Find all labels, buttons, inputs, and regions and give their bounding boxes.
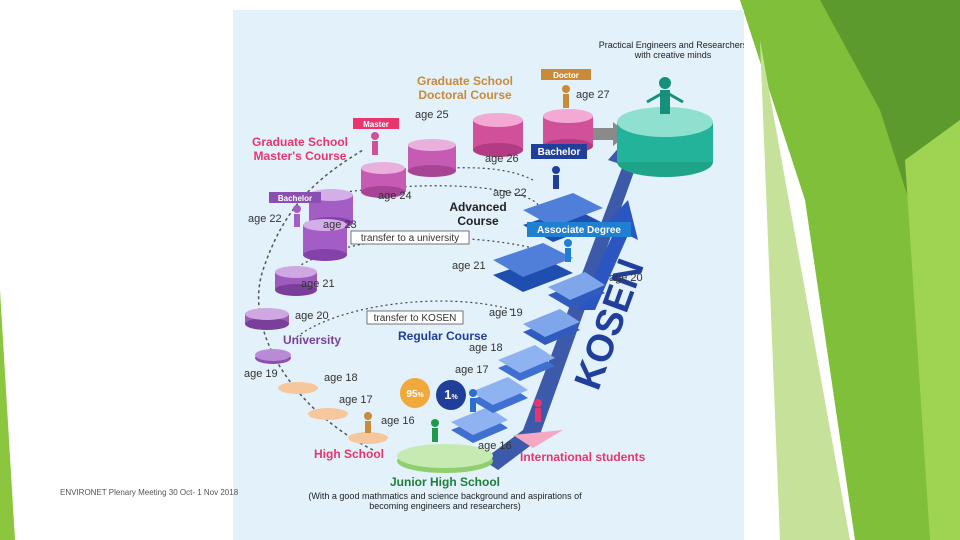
age-19-university: age 19 [244,368,278,380]
age-24: age 24 [378,190,412,202]
age-16-university: age 16 [381,415,415,427]
bachelor-figure [293,205,301,227]
associate-degree-label: Associate Degree [537,225,621,236]
green-shard-right-3 [760,40,850,540]
age-18-kosen: age 18 [469,342,503,354]
student-figure-orange [364,412,372,433]
master-figure [371,132,379,155]
international-mat [513,430,563,448]
age-18-university: age 18 [324,372,358,384]
masters-stack-2 [361,162,406,198]
kosen-stack-6 [493,243,573,292]
percent-1-circle [436,380,466,410]
university-disc [255,349,291,364]
green-shard-right-4 [905,120,960,540]
kosen-bachelor-figure [552,166,560,189]
associate-degree-badge [527,222,631,237]
university-title: University [283,333,341,347]
high-school-disc-2 [308,408,348,420]
university-stack-3 [303,219,347,261]
masters-stack-1 [408,139,456,177]
junior-high-platform-top [397,444,493,468]
transfer-university-path [337,185,539,206]
bachelor-badge-small-label: Bachelor [278,194,312,203]
transfer-university-label: transfer to a university [361,233,459,244]
bachelor-badge-small [269,192,321,203]
kosen-stack-3 [498,345,555,381]
age-22-university: age 22 [248,213,282,225]
age-17-university: age 17 [339,394,373,406]
age-20-university: age 20 [295,310,329,322]
transfer-kosen-box [366,310,464,325]
percent-95-circle [400,378,430,408]
engineer-figure [646,77,684,114]
kosen-stack-4 [523,309,580,345]
doctor-figure [562,85,570,108]
high-school-disc-3 [278,382,318,394]
age-27: age 27 [576,89,610,101]
green-shard-right-2 [820,0,960,360]
bachelor-badge-label: Bachelor [538,147,581,158]
goal-cylinder-top [617,107,713,137]
student-figure-green [431,419,439,442]
pct-95-number: 95% [406,389,424,400]
kosen-stack-5 [548,272,605,308]
age-26: age 26 [485,153,519,165]
high-school-title: High School [314,447,384,461]
international-students-title: International students [520,450,646,464]
bachelor-badge [531,144,587,159]
age-17-kosen: age 17 [455,364,489,376]
green-shard-left [0,290,15,540]
age-20-kosen: age 20 [609,272,643,284]
age-21-kosen: age 21 [452,260,486,272]
age-22-kosen: age 22 [493,187,527,199]
age-25: age 25 [415,109,449,121]
age-21-university: age 21 [301,278,335,290]
age-23: age 23 [323,219,357,231]
kosen-arrow-large [483,120,651,470]
junior-high-title: Junior High School [390,475,500,489]
university-path [257,149,374,451]
transfer-kosen-path [292,300,514,341]
kosen-stack-2 [471,377,528,413]
doctor-badge-label: Doctor [553,71,579,80]
master-badge [353,118,399,129]
associate-figure [564,239,572,262]
gray-arrow [583,122,628,146]
university-stack-2 [275,266,317,296]
education-path-diagram: 95% 1% Doctor Master Bachelor Bachelor A… [233,10,744,540]
bottom-caption: (With a good mathmatics and science back… [308,491,582,511]
student-figure-blue [469,389,477,412]
transfer-kosen-label: transfer to KOSEN [374,313,457,324]
university-stack-1 [245,308,289,330]
age-19-kosen: age 19 [489,307,523,319]
international-figure [534,399,542,422]
doctoral-stack-1 [473,113,523,157]
master-badge-label: Master [363,120,389,129]
regular-course-title: Regular Course [398,329,488,343]
footer-text: ENVIRONET Plenary Meeting 30 Oct- 1 Nov … [60,488,239,497]
transfer-university-box [350,230,470,245]
pct-1-number: 1% [444,387,458,402]
doctor-badge [541,69,591,80]
high-school-disc-1 [348,432,388,444]
kosen-stack-1 [451,407,508,443]
age-16-kosen: age 16 [478,440,512,452]
